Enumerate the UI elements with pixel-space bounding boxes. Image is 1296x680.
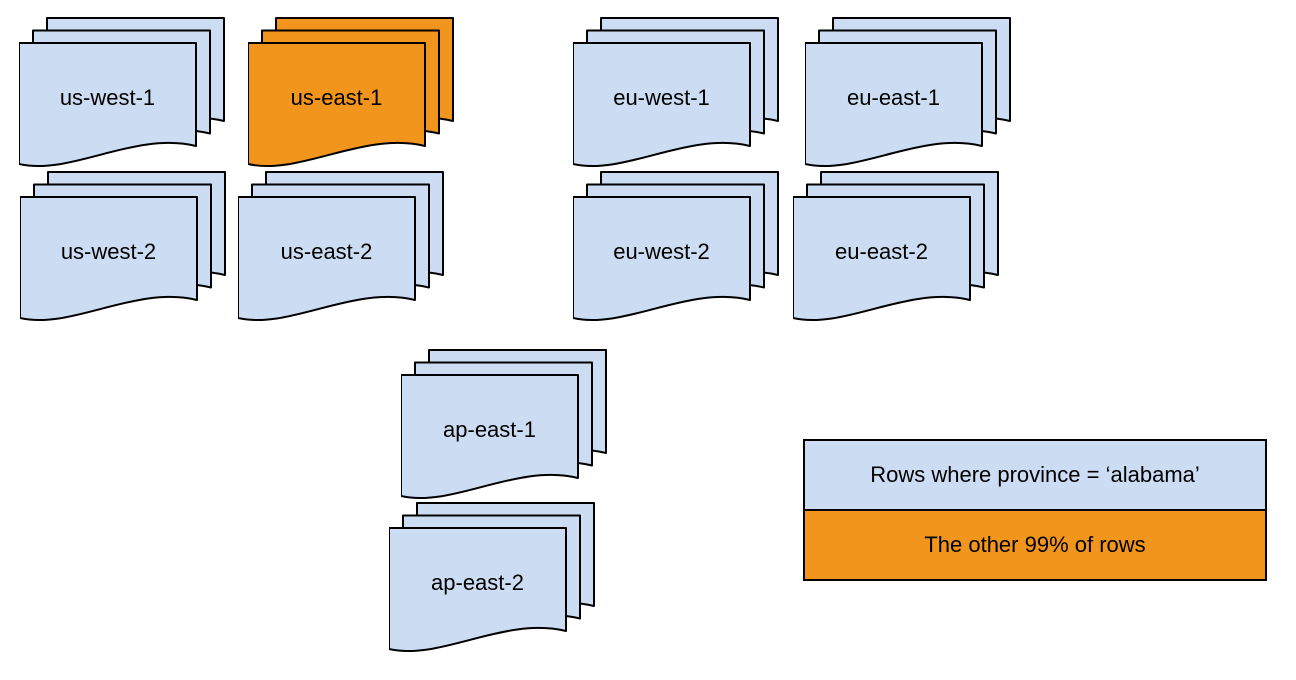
document-shape-front xyxy=(248,42,426,167)
region-stack-us-east-1: us-east-1 xyxy=(248,17,456,173)
document-shape-front xyxy=(401,374,579,499)
document-shape-front xyxy=(20,196,198,321)
document-stack-icon xyxy=(401,349,607,499)
document-shape-front xyxy=(805,42,983,167)
region-stack-us-east-2: us-east-2 xyxy=(238,171,446,327)
region-stack-eu-west-2: eu-west-2 xyxy=(573,171,781,327)
region-stack-ap-east-1: ap-east-1 xyxy=(401,349,609,505)
legend-item-label: Rows where province = ‘alabama’ xyxy=(870,462,1200,487)
document-stack-icon xyxy=(19,17,225,167)
document-stack-icon xyxy=(238,171,444,321)
document-shape-front xyxy=(573,42,751,167)
legend-item-other-rows: The other 99% of rows xyxy=(805,511,1265,579)
document-stack-icon xyxy=(573,17,779,167)
region-stack-eu-east-2: eu-east-2 xyxy=(793,171,1001,327)
region-stack-us-west-2: us-west-2 xyxy=(20,171,228,327)
document-stack-icon xyxy=(20,171,226,321)
document-stack-icon xyxy=(805,17,1011,167)
legend: Rows where province = ‘alabama’ The othe… xyxy=(803,439,1267,581)
document-shape-front xyxy=(573,196,751,321)
document-stack-icon xyxy=(573,171,779,321)
document-stack-icon xyxy=(389,502,595,652)
region-stack-eu-east-1: eu-east-1 xyxy=(805,17,1013,173)
document-stack-icon xyxy=(793,171,999,321)
document-shape-front xyxy=(238,196,416,321)
document-shape-front xyxy=(793,196,971,321)
document-shape-front xyxy=(19,42,197,167)
region-stack-ap-east-2: ap-east-2 xyxy=(389,502,597,658)
document-shape-front xyxy=(389,527,567,652)
legend-item-label: The other 99% of rows xyxy=(924,532,1146,557)
legend-item-selected-rows: Rows where province = ‘alabama’ xyxy=(805,441,1265,511)
document-stack-icon xyxy=(248,17,454,167)
region-stack-eu-west-1: eu-west-1 xyxy=(573,17,781,173)
region-stack-us-west-1: us-west-1 xyxy=(19,17,227,173)
